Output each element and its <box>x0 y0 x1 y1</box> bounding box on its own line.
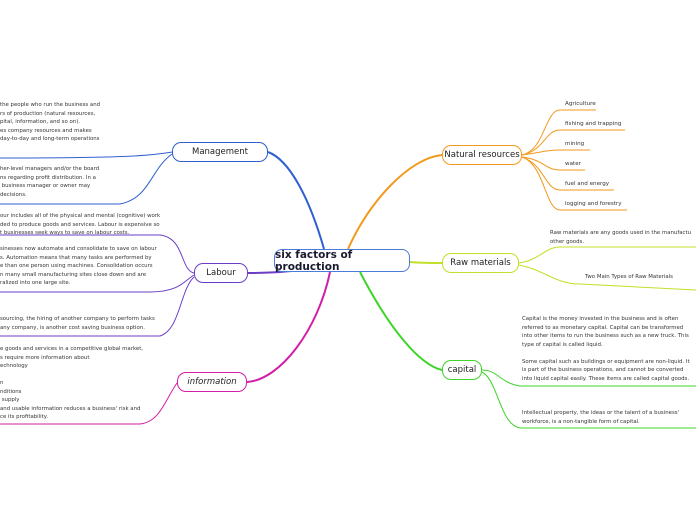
topic-natural-resources[interactable]: Natural resources <box>442 145 522 165</box>
raw-materials-note[interactable]: Two Main Types of Raw Materials <box>585 274 673 280</box>
topic-labour[interactable]: Labour <box>194 263 248 283</box>
link-natural-resources <box>347 154 443 250</box>
topic-information-label: information <box>187 377 237 387</box>
link-information-note-1 <box>0 382 178 425</box>
natural-resource-item[interactable]: mining <box>565 141 585 147</box>
topic-management[interactable]: Management <box>172 142 268 162</box>
natural-resource-item[interactable]: Agriculture <box>565 101 596 107</box>
topic-capital-label: capital <box>447 365 477 375</box>
capital-note[interactable]: Intellectual property, the ideas or the … <box>522 410 680 425</box>
management-note[interactable]: the people who run the business and rs o… <box>0 102 101 142</box>
link-raw-materials <box>409 261 443 264</box>
link-management <box>267 151 325 250</box>
link-water <box>521 156 585 171</box>
topic-natural-resources-label: Natural resources <box>444 150 520 160</box>
link-labour-note-3 <box>0 276 195 337</box>
raw-materials-note[interactable]: Raw materials are any goods used in the … <box>550 230 692 245</box>
central-topic[interactable]: six factors of production <box>274 248 410 273</box>
topic-information[interactable]: information <box>177 372 247 392</box>
capital-note[interactable]: Capital is the money invested in the bus… <box>522 316 690 382</box>
natural-resource-item[interactable]: fishing and trapping <box>565 121 622 127</box>
natural-resource-item[interactable]: fuel and energy <box>565 181 610 187</box>
link-capital <box>359 271 443 371</box>
link-fuel <box>521 156 614 191</box>
labour-note[interactable]: sourcing, the hiring of another company … <box>0 316 155 331</box>
central-topic-label: six factors of production <box>275 248 353 273</box>
link-capital-note-1 <box>481 369 696 387</box>
link-information <box>246 271 331 383</box>
link-agriculture <box>521 109 596 156</box>
labour-note[interactable]: sinesses now automate and consolidate to… <box>0 246 157 286</box>
topic-labour-label: Labour <box>206 268 236 278</box>
management-note[interactable]: her-level managers and/or the board ns r… <box>0 166 100 198</box>
topic-raw-materials-label: Raw materials <box>450 258 511 268</box>
link-mining <box>521 149 590 156</box>
link-labour-note-1 <box>0 234 195 274</box>
topic-capital[interactable]: capital <box>442 360 482 380</box>
link-management-note-1 <box>0 151 173 159</box>
natural-resource-item[interactable]: water <box>565 161 581 167</box>
link-labour-note-2 <box>0 274 195 293</box>
labour-note[interactable]: our includes all of the physical and men… <box>0 213 161 236</box>
information-note[interactable]: e goods and services in a competitive gl… <box>0 346 144 420</box>
topic-raw-materials[interactable]: Raw materials <box>442 253 519 273</box>
link-raw-note-2 <box>518 264 696 291</box>
topic-management-label: Management <box>192 147 248 157</box>
link-management-note-2 <box>0 153 173 205</box>
natural-resource-item[interactable]: logging and forestry <box>565 201 622 207</box>
link-raw-note-1 <box>518 246 696 264</box>
link-fishing <box>521 129 625 156</box>
link-logging <box>521 156 627 211</box>
link-capital-note-2 <box>481 371 696 429</box>
